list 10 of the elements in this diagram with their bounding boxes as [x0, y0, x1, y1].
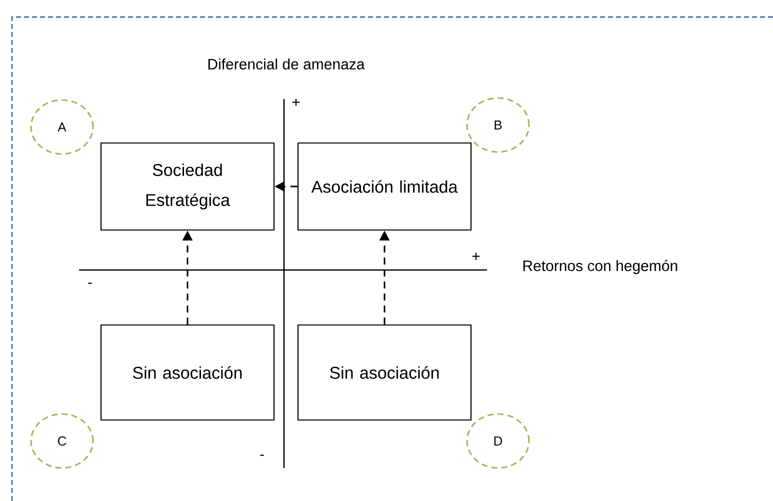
- quadrant-box: Sociedad Estratégica: [100, 142, 275, 231]
- axis-label: -: [260, 454, 264, 456]
- axis-label: +: [292, 98, 300, 106]
- quadrant-box: Asociación limitada: [297, 142, 472, 231]
- axis-label: Diferencial de amenaza: [208, 58, 365, 70]
- axis-label: -: [88, 282, 92, 284]
- quadrant-box: Sin asociación: [297, 324, 472, 421]
- axis-label: Retornos con hegemón: [523, 260, 678, 274]
- axis-label: +: [472, 252, 480, 260]
- quadrant-box: Sin asociación: [100, 324, 275, 421]
